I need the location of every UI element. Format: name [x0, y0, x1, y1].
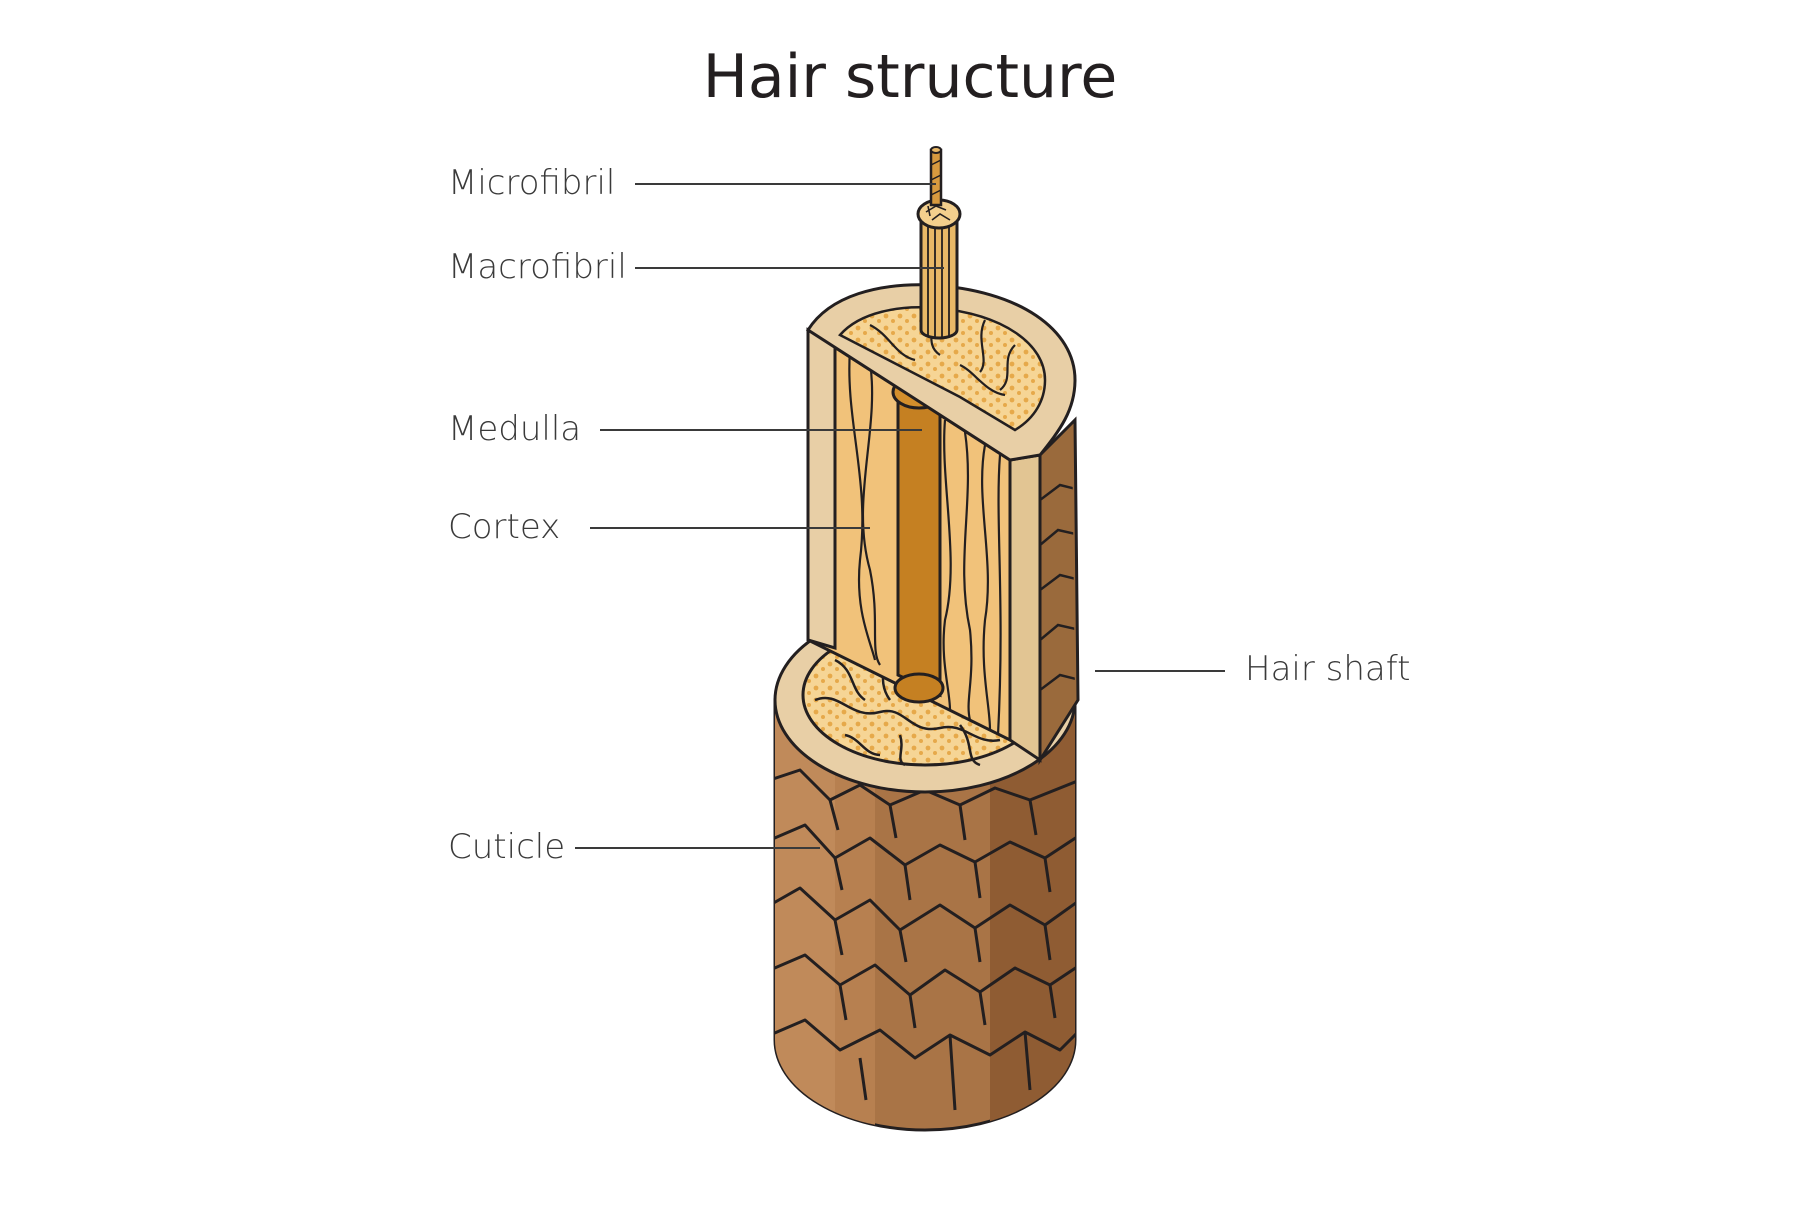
macrofibril-label: Macrofibril [448, 247, 627, 287]
microfibril-strand [929, 146, 943, 207]
page-title: Hair structure [702, 42, 1118, 112]
cuticle-body [773, 698, 1077, 1132]
macrofibril-strand [916, 198, 962, 340]
medulla-label: Medulla [448, 409, 582, 449]
medulla-rod [891, 374, 947, 704]
hair-shaft-label: Hair shaft [1245, 649, 1411, 689]
cuticle-label: Cuticle [448, 827, 566, 867]
microfibril-label: Microfibril [448, 163, 616, 203]
upper-cuticle-side [1038, 416, 1080, 766]
upper-cross-section [805, 283, 1077, 462]
cortex-label: Cortex [448, 507, 561, 547]
upper-ring-side [1008, 453, 1042, 763]
